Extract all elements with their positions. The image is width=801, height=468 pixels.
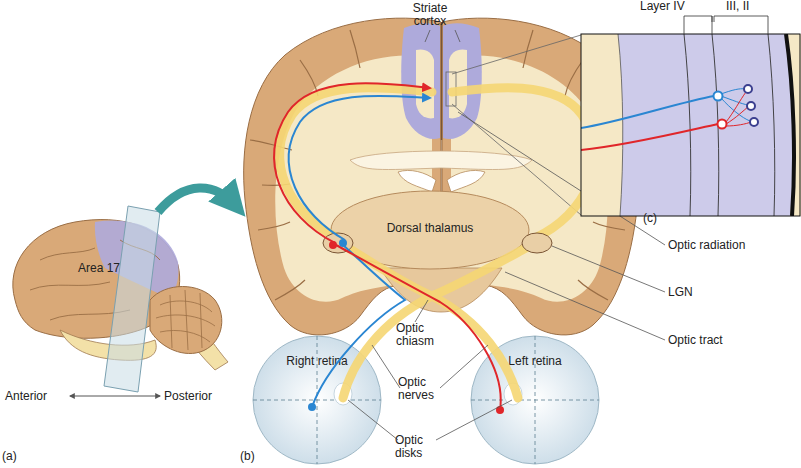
leader-line <box>425 30 460 42</box>
node-label: Right retina <box>272 355 362 368</box>
red-dendrite <box>726 92 751 126</box>
retina-disk <box>471 336 599 464</box>
coronal-section <box>244 18 640 335</box>
section-arrow <box>158 188 236 212</box>
visual-pathway-band <box>280 88 595 398</box>
leader-line <box>505 272 665 340</box>
axis-label: Posterior <box>164 390 212 403</box>
sulci <box>30 240 160 320</box>
ventricle <box>398 170 485 192</box>
inset-frame-marker <box>446 72 456 106</box>
optic-disk <box>504 383 522 405</box>
lgn-cell <box>339 239 347 247</box>
layer-boundary <box>768 34 775 216</box>
red-pathway <box>336 245 501 410</box>
retinal-cell <box>308 403 316 411</box>
panel-letter: (b) <box>240 450 255 463</box>
layer-boundary <box>712 34 719 216</box>
axis-arrow <box>70 396 160 397</box>
pathway-lines <box>274 83 501 410</box>
lgn <box>323 233 353 253</box>
inset-frame <box>581 34 800 216</box>
retina-circle: Left retina <box>470 335 600 465</box>
white-matter <box>581 34 801 216</box>
leader-line <box>552 246 665 292</box>
optic-tract <box>432 243 535 296</box>
structure-label: Optic nerves <box>398 376 448 402</box>
structure-label: Optic radiation <box>668 239 745 252</box>
optic-radiation <box>280 88 432 238</box>
area-17-region <box>95 221 179 298</box>
meridian-line <box>253 400 381 401</box>
node-label: Dorsal thalamus <box>330 222 530 235</box>
layer-ii-iii-cell <box>747 102 755 110</box>
hemisphere <box>442 18 639 335</box>
panel-letter: (c) <box>643 212 657 225</box>
optic-disk <box>334 383 352 405</box>
structure-label: Optic chiasm <box>396 322 446 348</box>
structure-label: LGN <box>668 286 693 299</box>
layer-boundary <box>618 34 623 216</box>
thalamus-outline <box>331 191 529 269</box>
gray-matter <box>244 18 441 335</box>
white-matter <box>416 49 434 118</box>
retina-circle: Right retina <box>252 335 382 465</box>
layer-iv-cell <box>718 120 727 129</box>
leader-line <box>372 345 488 388</box>
cerebrum <box>13 220 180 339</box>
pial-surface <box>786 34 794 216</box>
layer-iv-cell <box>714 92 723 101</box>
brain-base <box>60 330 156 360</box>
sagittal-brain <box>13 206 228 392</box>
blue-dendrite <box>721 89 750 121</box>
striate-layers <box>618 34 794 216</box>
cortex-inset <box>581 34 801 216</box>
optic-tract <box>340 243 432 296</box>
layer-boundary <box>684 34 691 216</box>
leader-line <box>415 300 428 322</box>
section-slab <box>104 206 160 392</box>
red-radiation <box>274 83 430 243</box>
cerebellum <box>150 287 222 354</box>
blue-radiation <box>289 96 430 240</box>
retinal-cell <box>496 406 504 414</box>
layer-ii-iii-cell <box>750 118 758 126</box>
node-label: Left retina <box>490 355 580 368</box>
region-label: Area 17 <box>78 262 120 275</box>
midline-fissure <box>441 22 443 140</box>
structure-label: Optic tract <box>668 334 723 347</box>
layer-bracket <box>684 16 768 34</box>
region-label: Striate cortex <box>402 2 458 28</box>
hypothalamus <box>380 268 502 312</box>
lgn-cell <box>329 241 337 249</box>
optic-radiation <box>452 88 595 238</box>
blue-axon <box>581 96 714 128</box>
retina-disk <box>253 336 381 464</box>
meridian-line <box>471 400 599 401</box>
optic-nerve <box>432 296 518 398</box>
layer-label: III, II <box>726 0 749 13</box>
panel-letter: (a) <box>2 450 17 463</box>
thalamus-region: Dorsal thalamus <box>330 190 530 270</box>
striate-cortex <box>401 23 440 139</box>
hemisphere <box>244 18 441 335</box>
lgn <box>522 233 552 253</box>
layer-ii-iii-cell <box>744 85 752 93</box>
inset-leader <box>452 35 581 74</box>
blue-pathway <box>312 245 405 407</box>
structure-label: Optic disks <box>395 434 439 460</box>
leader-line <box>458 112 665 245</box>
layer-label: Layer IV <box>640 0 685 13</box>
sulci <box>250 30 360 300</box>
corpus-callosum <box>350 151 532 170</box>
axis-label: Anterior <box>5 390 47 403</box>
leader-line <box>348 400 512 440</box>
brainstem <box>150 290 228 370</box>
leader-lines <box>348 30 665 440</box>
red-axon <box>581 124 718 150</box>
cerebellar-folia <box>156 290 215 350</box>
